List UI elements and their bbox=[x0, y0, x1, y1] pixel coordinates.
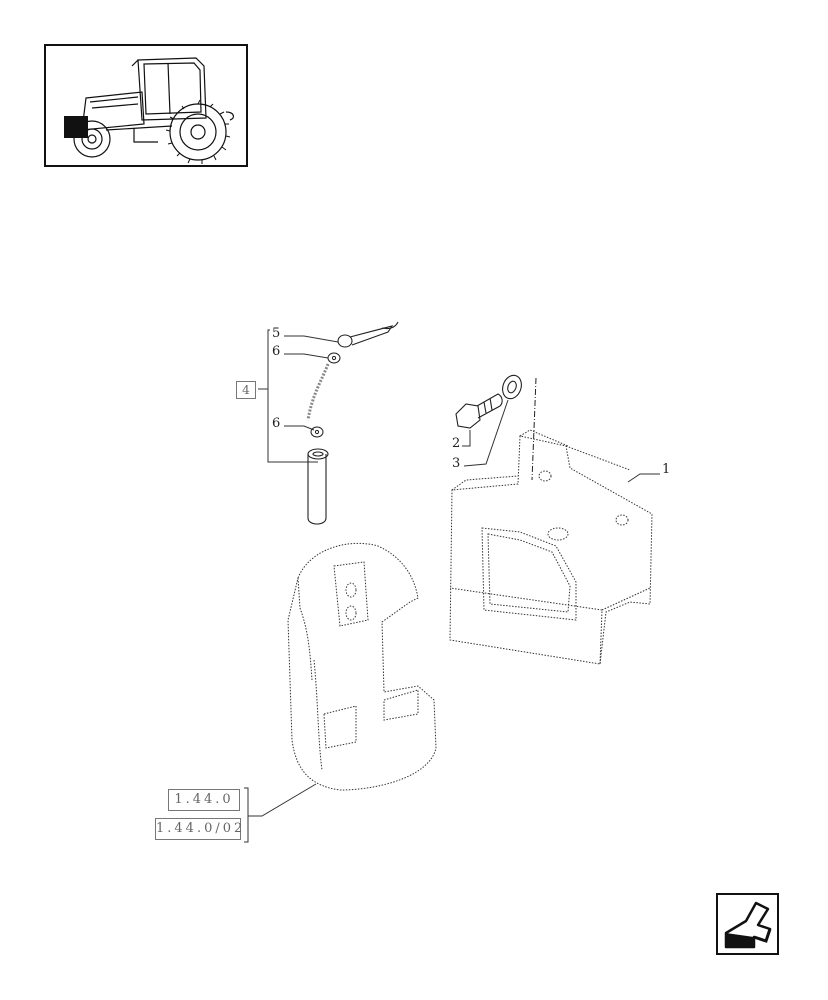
callout-3: 3 bbox=[452, 456, 461, 471]
part-5-cotter-pin bbox=[337, 321, 399, 348]
part-3-washer bbox=[502, 374, 522, 400]
callout-1: 1 bbox=[662, 462, 671, 477]
part-4-pin bbox=[307, 448, 329, 525]
part-6-lower-ring bbox=[310, 426, 324, 438]
callout-2: 2 bbox=[452, 436, 461, 451]
tractor-thumbnail bbox=[44, 44, 248, 167]
next-page-button[interactable] bbox=[716, 893, 779, 955]
part-1-weight-carrier bbox=[449, 429, 653, 665]
reference-1-44-0-02[interactable]: 1.44.0/02 bbox=[155, 818, 242, 840]
reference-1-44-0[interactable]: 1.44.0 bbox=[168, 789, 240, 811]
callout-6-lower: 6 bbox=[272, 416, 281, 431]
front-weight bbox=[287, 542, 437, 791]
part-2-bolt bbox=[455, 393, 503, 429]
callout-5: 5 bbox=[272, 326, 281, 341]
callout-6-upper: 6 bbox=[272, 344, 281, 359]
next-page-arrow-icon bbox=[724, 901, 772, 949]
tractor-icon bbox=[64, 57, 235, 164]
part-6-upper-ring bbox=[327, 352, 341, 364]
callout-4: 4 bbox=[236, 381, 256, 399]
chain bbox=[306, 363, 330, 421]
